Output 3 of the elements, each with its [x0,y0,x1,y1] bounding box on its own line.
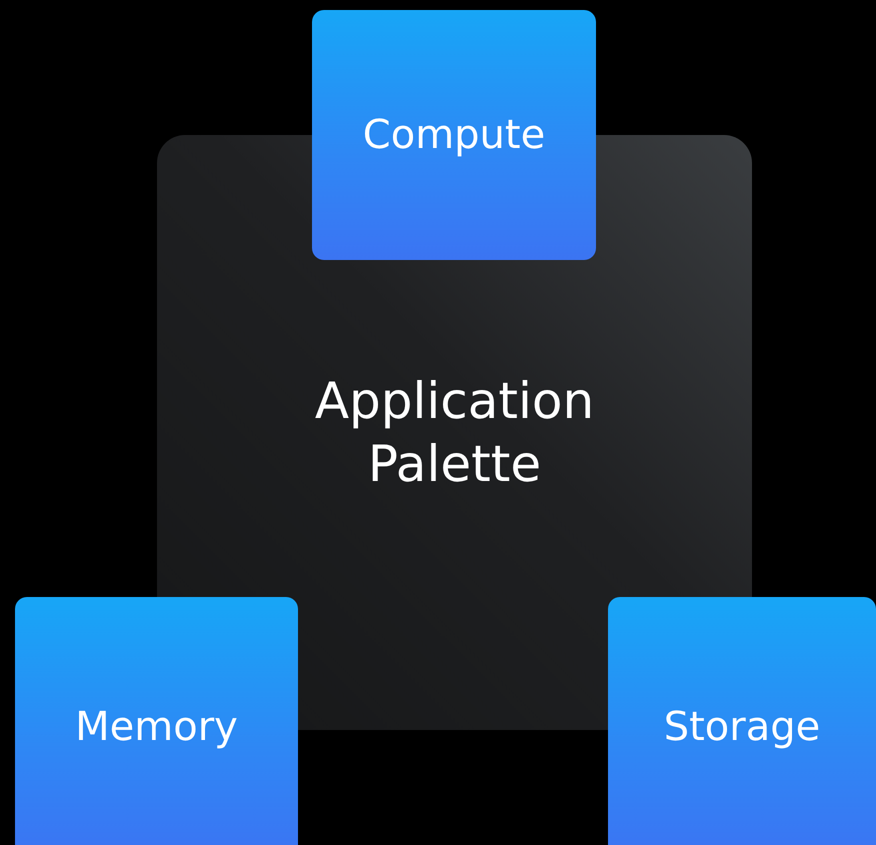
component-box: Memory [15,597,298,845]
component-box: Compute [312,10,596,260]
component-box: Storage [608,597,876,845]
